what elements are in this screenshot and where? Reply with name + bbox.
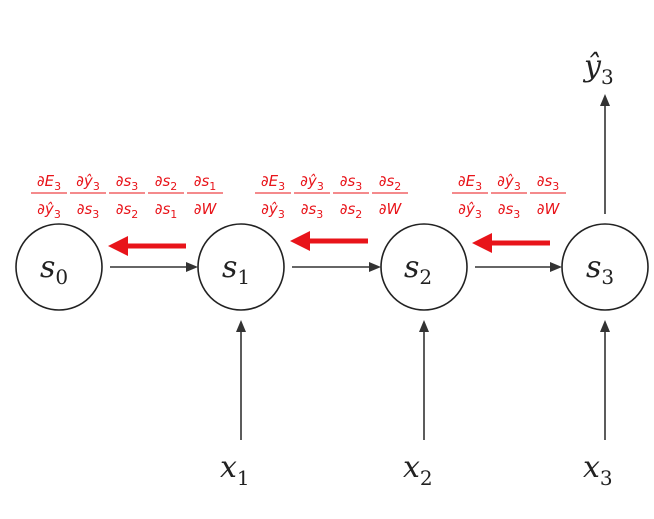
node-s2: s2: [380, 223, 468, 311]
fraction-denominator: ∂s2: [116, 200, 139, 221]
fraction-numerator: ∂ŷ3: [300, 172, 324, 193]
gradient-fraction: ∂s1 ∂W: [187, 172, 223, 218]
output-label-base: ŷ: [582, 49, 602, 84]
input-label-x3-base: x: [583, 450, 600, 485]
input-label-x1-sub: 1: [237, 466, 250, 490]
fraction-numerator: ∂s2: [379, 172, 402, 193]
gradient-arrow-s3-s2: [472, 233, 550, 253]
node-label-s1-base: s: [222, 250, 237, 285]
node-s3: s3: [561, 223, 649, 311]
input-arrow-x1-s1: [236, 320, 246, 440]
output-arrow-s3-y3: [600, 94, 610, 214]
fraction-numerator: ∂ŷ3: [76, 172, 100, 193]
fraction-numerator: ∂E3: [37, 172, 61, 193]
gradient-chain-s2: ∂E3∂ŷ3∂ŷ3∂s3∂s3∂W: [452, 172, 566, 221]
svg-text:s3: s3: [586, 250, 614, 289]
node-label-s3-sub: 3: [601, 265, 614, 289]
gradient-fraction: ∂s2 ∂W: [372, 172, 408, 218]
input-arrow-x2-s2: [419, 320, 429, 440]
input-label-x2-base: x: [403, 450, 420, 485]
input-label-x3: x3: [583, 450, 613, 490]
gradient-chain-s0: ∂E3∂ŷ3∂ŷ3∂s3∂s3∂s2∂s2∂s1∂s1∂W: [31, 172, 223, 221]
node-s0: s0: [15, 223, 103, 311]
input-label-x3-sub: 3: [600, 466, 613, 490]
gradient-fraction: ∂s3 ∂W: [530, 172, 566, 218]
fraction-denominator: ∂s3: [301, 200, 324, 221]
fraction-denominator: ∂ŷ3: [261, 200, 285, 221]
svg-text:s1: s1: [222, 250, 250, 289]
fraction-numerator: ∂E3: [261, 172, 285, 193]
input-label-x1: x1: [220, 450, 250, 490]
fraction-denominator: ∂s1: [155, 200, 178, 221]
fraction-numerator: ∂s1: [194, 172, 217, 193]
input-label-x2: x2: [403, 450, 433, 490]
gradient-arrow-s2-s1: [290, 231, 368, 251]
node-label-s1-sub: 1: [237, 265, 250, 289]
fraction-denominator: ∂W: [537, 200, 561, 218]
fraction-numerator: ∂s3: [116, 172, 139, 193]
gradient-fraction: ∂ŷ3∂s3: [491, 172, 527, 221]
gradient-fraction: ∂s3∂s2: [109, 172, 145, 221]
gradient-fraction: ∂s2∂s1: [148, 172, 184, 221]
fraction-denominator: ∂W: [194, 200, 218, 218]
fraction-numerator: ∂s3: [537, 172, 560, 193]
node-label-s2-sub: 2: [419, 265, 432, 289]
fraction-numerator: ∂ŷ3: [497, 172, 521, 193]
gradient-chain-s1: ∂E3∂ŷ3∂ŷ3∂s3∂s3∂s2∂s2∂W: [255, 172, 408, 221]
node-label-s0-sub: 0: [55, 265, 68, 289]
svg-text:s2: s2: [404, 250, 432, 289]
node-label-s0-base: s: [40, 250, 55, 285]
output-label-y3: ŷ3: [582, 49, 614, 89]
gradient-fraction: ∂ŷ3∂s3: [70, 172, 106, 221]
node-label-s2-base: s: [404, 250, 419, 285]
fraction-numerator: ∂E3: [458, 172, 482, 193]
fraction-denominator: ∂s3: [77, 200, 100, 221]
node-label-s3-base: s: [586, 250, 601, 285]
fraction-numerator: ∂s3: [340, 172, 363, 193]
fraction-denominator: ∂s3: [498, 200, 521, 221]
fraction-denominator: ∂s2: [340, 200, 363, 221]
forward-arrow-s2-s3: [475, 262, 562, 272]
input-label-x2-sub: 2: [420, 466, 433, 490]
gradient-fraction: ∂s3∂s2: [333, 172, 369, 221]
gradient-fraction: ∂E3∂ŷ3: [452, 172, 488, 221]
forward-arrow-s0-s1: [110, 262, 198, 272]
gradient-fraction: ∂E3∂ŷ3: [255, 172, 291, 221]
input-arrow-x3-s3: [600, 320, 610, 440]
output-label-sub: 3: [601, 65, 614, 89]
gradient-arrow-s1-s0: [108, 236, 186, 256]
fraction-numerator: ∂s2: [155, 172, 178, 193]
fraction-denominator: ∂W: [379, 200, 403, 218]
fraction-denominator: ∂ŷ3: [37, 200, 61, 221]
gradient-fraction: ∂ŷ3∂s3: [294, 172, 330, 221]
gradient-fraction: ∂E3∂ŷ3: [31, 172, 67, 221]
forward-arrow-s1-s2: [292, 262, 381, 272]
input-label-x1-base: x: [220, 450, 237, 485]
fraction-denominator: ∂ŷ3: [458, 200, 482, 221]
node-s1: s1: [197, 223, 285, 311]
svg-text:s0: s0: [40, 250, 68, 289]
